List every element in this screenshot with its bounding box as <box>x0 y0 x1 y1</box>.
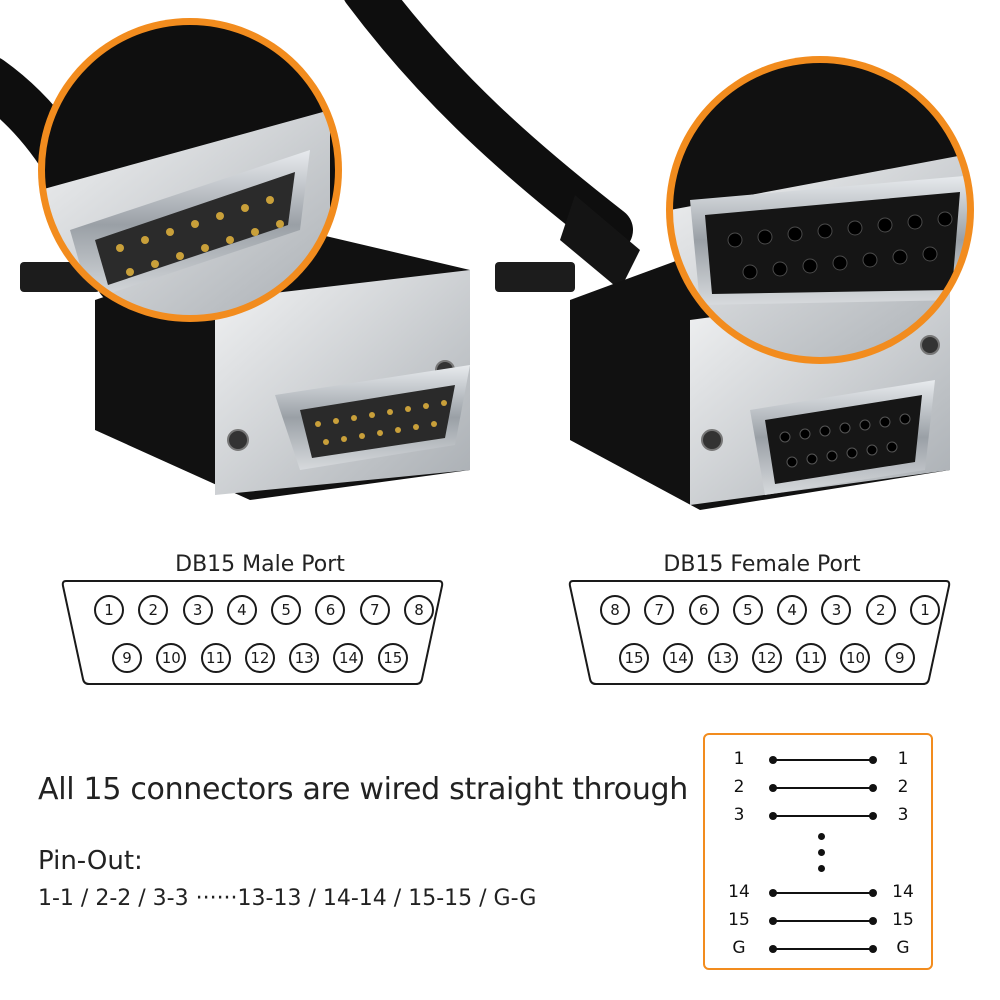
wire-left-label: G <box>732 938 746 958</box>
wire-left-label: 14 <box>728 882 750 902</box>
male-pin-12: 12 <box>244 643 275 673</box>
wire-line <box>773 787 873 789</box>
male-pin-4: 4 <box>226 595 257 625</box>
female-pin-3: 3 <box>821 595 852 625</box>
wire-right-label: 2 <box>897 777 909 797</box>
wire-right-label: 1 <box>897 749 909 769</box>
wire-line <box>773 759 873 761</box>
male-pin-9: 9 <box>112 643 142 673</box>
cable-right <box>344 0 640 290</box>
wire-row: 14 14 <box>705 881 931 903</box>
male-port-title: DB15 Male Port <box>175 552 345 577</box>
wire-right-dot <box>869 784 877 792</box>
wiring-headline: All 15 connectors are wired straight thr… <box>38 772 688 807</box>
wire-left-label: 1 <box>733 749 745 769</box>
wire-right-dot <box>869 945 877 953</box>
male-pin-8: 8 <box>404 595 435 625</box>
wire-right-label: 15 <box>892 910 914 930</box>
female-pin-1: 1 <box>910 595 941 625</box>
pinout-label: Pin-Out: <box>38 846 143 876</box>
wire-line <box>773 815 873 817</box>
wire-right-dot <box>869 812 877 820</box>
male-pin-1: 1 <box>94 595 124 625</box>
wire-right-dot <box>869 889 877 897</box>
ellipsis-dot <box>818 833 825 840</box>
female-pin-13: 13 <box>707 643 738 673</box>
female-pin-9: 9 <box>884 643 915 673</box>
male-pin-row-bottom: 9 10 11 12 13 14 15 <box>112 643 422 673</box>
zoom-lens-female <box>666 56 974 364</box>
male-pin-10: 10 <box>156 643 187 673</box>
wire-left-label: 3 <box>733 805 745 825</box>
wire-left-label: 15 <box>728 910 750 930</box>
wire-line <box>773 948 873 950</box>
female-pin-15: 15 <box>619 643 649 673</box>
female-pin-7: 7 <box>644 595 675 625</box>
ellipsis-dot <box>818 849 825 856</box>
male-pin-6: 6 <box>315 595 346 625</box>
male-pin-13: 13 <box>289 643 320 673</box>
female-pin-6: 6 <box>688 595 719 625</box>
female-pin-5: 5 <box>732 595 763 625</box>
wire-right-label: 14 <box>892 882 914 902</box>
cable-photo <box>0 0 974 510</box>
female-port-title: DB15 Female Port <box>663 552 861 577</box>
male-pin-14: 14 <box>333 643 364 673</box>
female-pin-4: 4 <box>777 595 808 625</box>
female-pin-14: 14 <box>663 643 694 673</box>
wire-right-label: 3 <box>897 805 909 825</box>
male-pin-15: 15 <box>377 643 408 673</box>
wire-line <box>773 920 873 922</box>
female-pin-10: 10 <box>840 643 871 673</box>
ellipsis-dot <box>818 865 825 872</box>
male-pin-7: 7 <box>359 595 390 625</box>
pinout-sequence: 1-1 / 2-2 / 3-3 ······13-13 / 14-14 / 15… <box>38 886 537 911</box>
female-pin-row-bottom: 15 14 13 12 11 10 9 <box>619 643 929 673</box>
zoom-lens-male <box>38 18 342 322</box>
male-pin-2: 2 <box>138 595 169 625</box>
female-pin-8: 8 <box>600 595 630 625</box>
wire-left-label: 2 <box>733 777 745 797</box>
male-pin-11: 11 <box>200 643 231 673</box>
male-pin-5: 5 <box>271 595 302 625</box>
male-pin-3: 3 <box>182 595 213 625</box>
wire-line <box>773 892 873 894</box>
female-pin-11: 11 <box>796 643 827 673</box>
female-port-outline <box>568 580 951 685</box>
wire-right-dot <box>869 756 877 764</box>
male-port-outline <box>61 580 444 685</box>
female-pin-2: 2 <box>865 595 896 625</box>
wire-right-label: G <box>896 938 910 958</box>
wire-right-dot <box>869 917 877 925</box>
female-pin-12: 12 <box>751 643 782 673</box>
